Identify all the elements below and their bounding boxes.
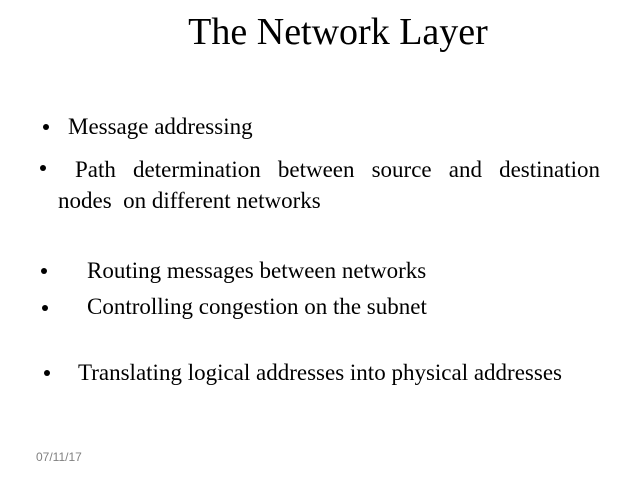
slide-date: 07/11/17: [36, 450, 82, 464]
bullet-item-path-determination: Path determination between source and de…: [58, 154, 600, 216]
bullet-icon: [44, 370, 50, 376]
bullet-line-1: Path determination between source and de…: [75, 157, 600, 182]
bullet-icon: [41, 268, 47, 274]
bullet-icon: [40, 165, 46, 171]
slide-title: The Network Layer: [188, 11, 488, 53]
bullet-item-translating-addresses: Translating logical addresses into physi…: [78, 360, 562, 385]
bullet-icon: [43, 124, 49, 130]
bullet-icon: [42, 305, 48, 311]
bullet-item-routing-messages: Routing messages between networks: [87, 258, 427, 283]
bullet-line-2: nodes on different networks: [58, 188, 321, 213]
bullet-item-controlling-congestion: Controlling congestion on the subnet: [87, 294, 427, 319]
bullet-item-message-addressing: Message addressing: [68, 114, 253, 139]
